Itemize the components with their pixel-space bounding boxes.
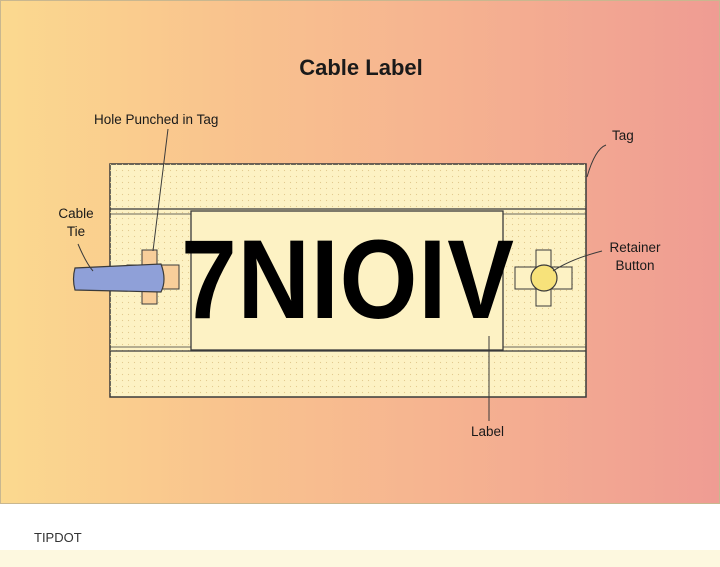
callout-retainer-button: Retainer Button [599, 239, 671, 275]
label-code: 7NIOIV [181, 217, 515, 343]
label [190, 210, 504, 351]
tag [109, 163, 587, 398]
cable-tie [72, 263, 165, 293]
caption-bar [0, 504, 720, 550]
retainer-button [530, 264, 558, 292]
callout-cable-tie: Cable Tie [51, 205, 101, 241]
callout-cable-tie-line1: Cable [58, 206, 94, 221]
callout-cable-tie-line2: Tie [66, 224, 86, 239]
callout-retainer-line2: Button [615, 258, 655, 273]
callout-retainer-line1: Retainer [609, 240, 661, 255]
diagram-drawing [72, 128, 607, 421]
cable-label-diagram: Cable Label 7NIOIV Hole Punched in Tag T… [0, 0, 720, 504]
leader-lines [77, 128, 607, 421]
caption: TIPDOT [34, 530, 82, 545]
callout-label: Label [471, 424, 505, 439]
diagram-title: Cable Label [299, 55, 423, 80]
callout-tag: Tag [612, 128, 634, 143]
bottom-strip [0, 550, 720, 567]
callout-hole-punched: Hole Punched in Tag [94, 112, 219, 127]
